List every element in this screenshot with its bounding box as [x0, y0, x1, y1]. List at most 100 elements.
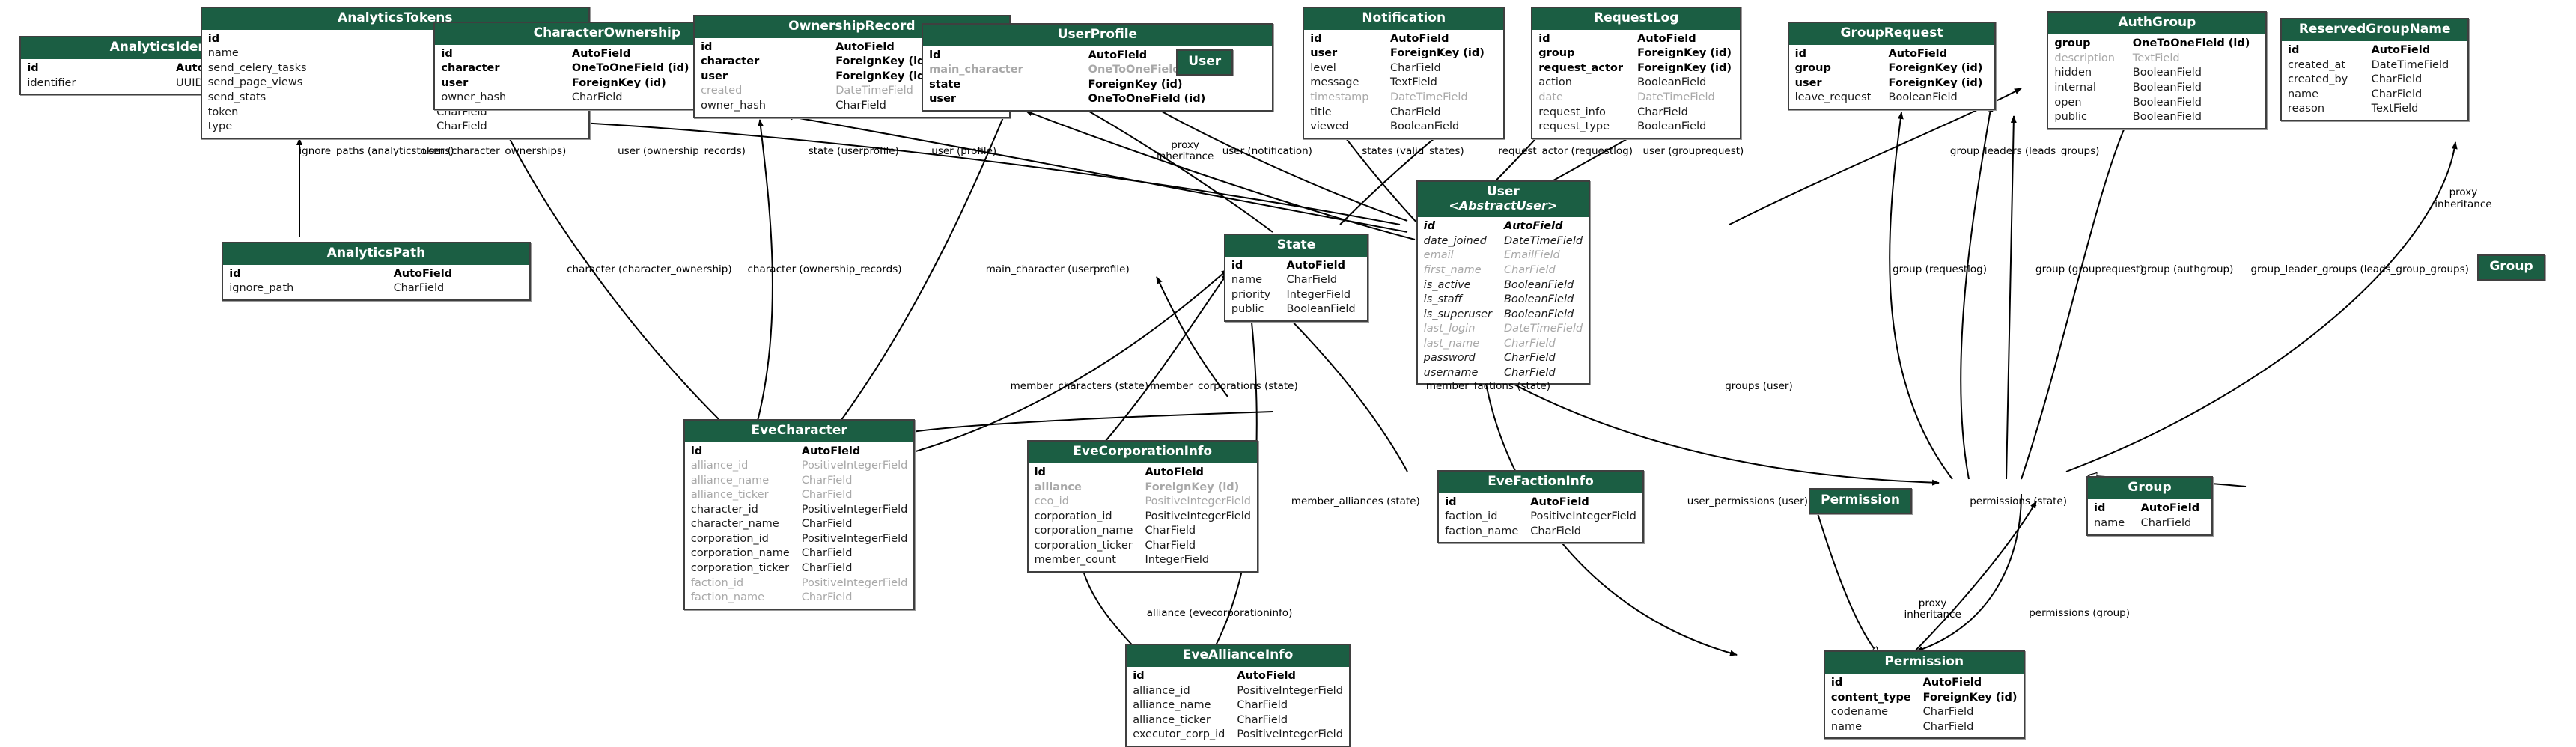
field-name: id	[1423, 220, 1436, 233]
field-name: character_id	[690, 503, 758, 516]
field-name: message	[1310, 76, 1359, 89]
field-name: id	[441, 47, 453, 60]
field-name: id	[1794, 47, 1806, 60]
field-type: DateTimeField	[2371, 58, 2449, 71]
field-type: ForeignKey (id)	[1637, 61, 1732, 74]
entity-title: AuthGroup	[2048, 13, 2266, 35]
entity-name: State	[1276, 237, 1316, 252]
field-name: timestamp	[1310, 91, 1369, 103]
field-type: ForeignKey (id)	[1637, 47, 1732, 60]
entity-group_proxy[interactable]: Group	[2477, 254, 2545, 281]
field-type: CharField	[1503, 352, 1556, 365]
entity-name: OwnershipRecord	[788, 18, 916, 34]
field-name: hidden	[2054, 67, 2092, 79]
field-row: id AutoField	[1033, 466, 1252, 481]
field-type: AutoField	[2371, 44, 2431, 57]
field-name: name	[1830, 720, 1863, 733]
entity-name: Group	[2489, 259, 2533, 275]
field-type: CharField	[1286, 274, 1338, 287]
field-name: faction_name	[1445, 525, 1519, 537]
field-type: CharField	[1145, 539, 1196, 552]
field-type: CharField	[1237, 713, 1288, 726]
field-type: CharField	[1503, 263, 1556, 276]
edge-label-line1: member_characters (state)	[1010, 380, 1149, 393]
field-name: executor_corp_id	[1133, 728, 1225, 741]
field-type: OneToOneField (id)	[1088, 93, 1206, 106]
edge-label-line1: proxy	[2449, 186, 2478, 199]
field-name: date	[1538, 91, 1563, 103]
field-type: DateTimeField	[1390, 91, 1468, 103]
entity-name: Notification	[1362, 10, 1446, 25]
edge-label: alliance (evecorporationinfo)	[1147, 607, 1293, 620]
edge-label: state (userprofile)	[809, 146, 899, 158]
field-name: id	[1034, 466, 1046, 479]
field-name: corporation_name	[1034, 525, 1133, 537]
edge-label-line2: inheritance	[1904, 609, 1961, 621]
entity-name: EveAllianceInfo	[1182, 647, 1294, 663]
entity-title: Group	[2479, 256, 2544, 280]
field-row: corporation_name CharField	[689, 546, 909, 561]
field-type: BooleanField	[1390, 121, 1460, 133]
field-name: created_by	[2287, 73, 2348, 86]
field-name: owner_hash	[701, 99, 766, 112]
entity-user_proxy[interactable]: User	[1176, 49, 1234, 76]
edge-label: user (ownership_records)	[618, 146, 746, 158]
field-type: AutoField	[1145, 466, 1204, 479]
field-name: group	[1538, 47, 1575, 60]
field-name: level	[1310, 61, 1336, 74]
field-type: ForeignKey (id)	[835, 70, 931, 82]
field-type: CharField	[801, 474, 853, 487]
field-type: OneToOneField (id)	[571, 62, 689, 75]
field-type: CharField	[1922, 706, 1974, 719]
field-type: ForeignKey (id)	[1922, 691, 2018, 704]
field-type: AutoField	[1888, 47, 1948, 60]
entity-permission_proxy[interactable]: Permission	[1809, 487, 1912, 514]
field-type: CharField	[801, 547, 853, 560]
field-name: last_name	[1423, 337, 1480, 350]
field-type: BooleanField	[1503, 308, 1574, 320]
field-name: corporation_name	[690, 547, 790, 560]
entity-title: User<AbstractUser>	[1417, 182, 1589, 218]
field-name: description	[2054, 52, 2115, 64]
field-name: corporation_id	[690, 532, 769, 545]
field-type: PositiveIntegerField	[801, 460, 908, 472]
